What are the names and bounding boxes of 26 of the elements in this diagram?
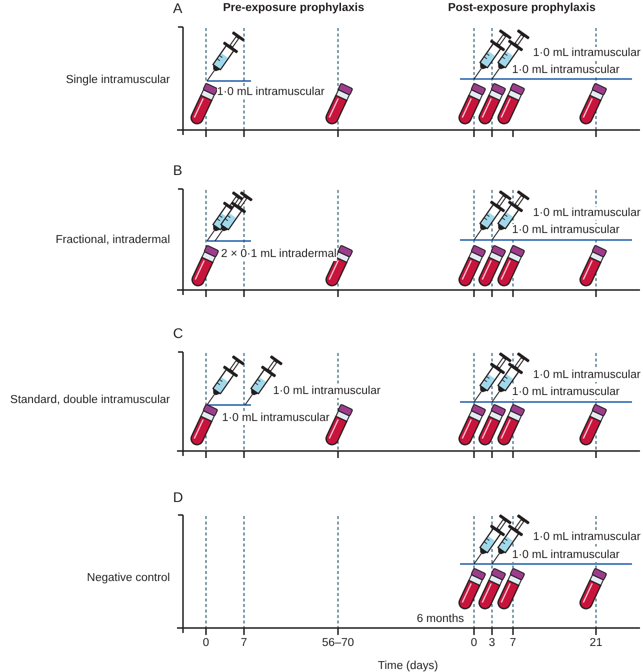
tick-label: 7: [510, 636, 516, 650]
dose-label: 1·0 mL intramuscular: [217, 86, 325, 98]
tick-label: 21: [590, 636, 602, 650]
dose-label: 1·0 mL intramuscular: [222, 412, 330, 424]
panel-letter: C: [173, 325, 184, 341]
dose-label: 1·0 mL intramuscular: [533, 46, 641, 60]
dose-label: 1·0 mL intramuscular: [533, 206, 641, 220]
panel-letter: D: [173, 489, 184, 505]
axis-title: Time (days): [378, 660, 438, 672]
tick-label: 0: [470, 636, 478, 650]
panel-letter: A: [173, 0, 182, 16]
row-label: Fractional, intradermal: [56, 234, 170, 246]
section-heading: Post-exposure prophylaxis: [448, 2, 596, 14]
row-label: Standard, double intramuscular: [10, 394, 170, 406]
dose-label: 1·0 mL intramuscular: [533, 530, 641, 544]
row-label: Single intramuscular: [66, 74, 170, 86]
tick-label: 56–70: [322, 636, 354, 650]
panel-letter: B: [173, 162, 182, 178]
dose-label: 2 × 0·1 mL intradermal: [221, 248, 337, 260]
tick-label: 0: [202, 636, 210, 650]
interval-label: 6 months: [416, 612, 464, 626]
tick-label: 3: [488, 636, 496, 650]
dose-label: 1·0 mL intramuscular: [533, 368, 641, 382]
tick-label: 7: [240, 636, 248, 650]
section-heading: Pre-exposure prophylaxis: [223, 2, 364, 14]
row-label: Negative control: [86, 572, 170, 584]
